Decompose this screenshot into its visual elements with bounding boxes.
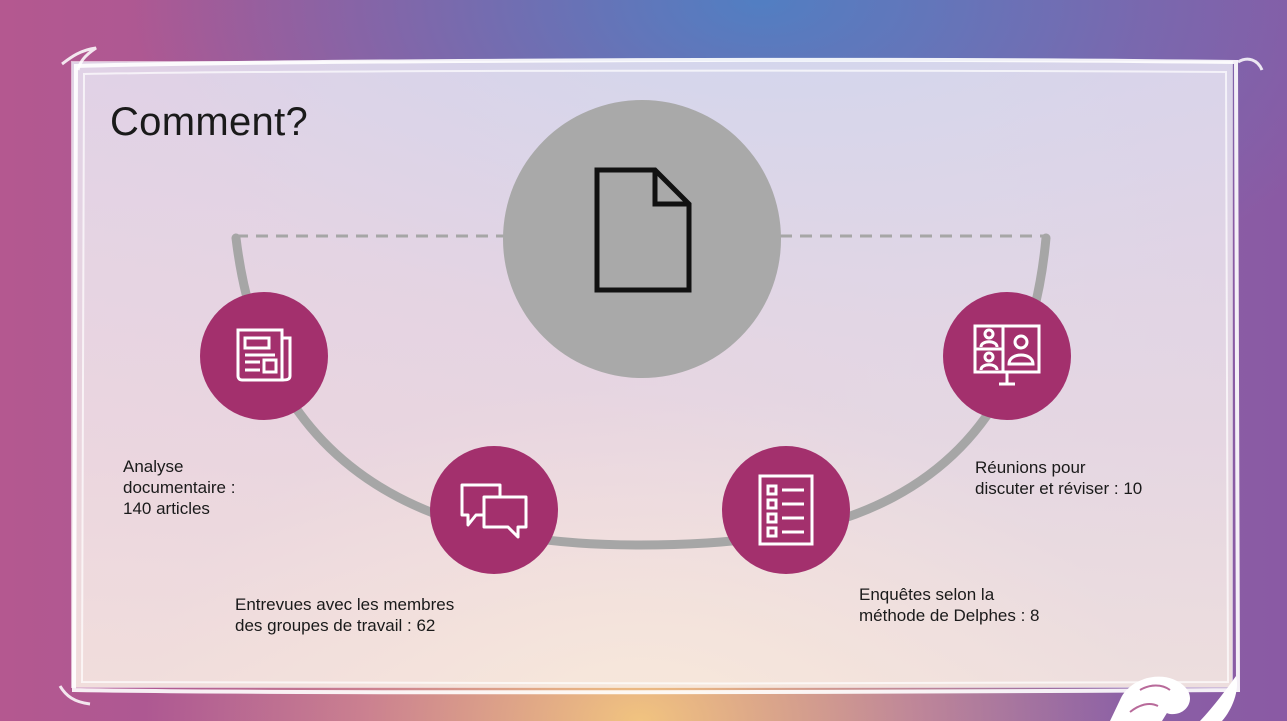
step-entrevues-line1: Entrevues avec les membres	[235, 595, 455, 614]
chat-bubbles-icon	[460, 483, 528, 539]
step-reunions-line2: discuter et réviser : 10	[975, 479, 1143, 498]
step-enquetes-label: Enquêtes selon la méthode de Delphes : 8	[859, 584, 1040, 626]
step-enquetes-circle	[722, 446, 850, 574]
step-analyse-line2: documentaire :	[123, 478, 236, 497]
video-conference-icon	[973, 324, 1041, 386]
step-reunions-line1: Réunions pour	[975, 458, 1086, 477]
step-analyse-circle	[200, 292, 328, 420]
step-entrevues-circle	[430, 446, 558, 574]
step-entrevues-line2: des groupes de travail : 62	[235, 616, 436, 635]
slide-title: Comment?	[110, 100, 309, 144]
document-icon	[594, 167, 692, 293]
newspaper-icon	[236, 328, 292, 382]
step-enquetes-line2: méthode de Delphes : 8	[859, 606, 1040, 625]
step-analyse-line1: Analyse	[123, 457, 184, 476]
step-reunions-circle	[943, 292, 1071, 420]
center-document-circle	[503, 100, 781, 378]
step-analyse-label: Analyse documentaire : 140 articles	[123, 456, 235, 519]
flourish-ornament	[1110, 676, 1238, 721]
checklist-icon	[758, 474, 814, 546]
step-enquetes-line1: Enquêtes selon la	[859, 585, 995, 604]
step-reunions-label: Réunions pour discuter et réviser : 10	[975, 457, 1142, 499]
step-analyse-line3: 140 articles	[123, 499, 210, 518]
step-entrevues-label: Entrevues avec les membres des groupes d…	[235, 594, 454, 636]
